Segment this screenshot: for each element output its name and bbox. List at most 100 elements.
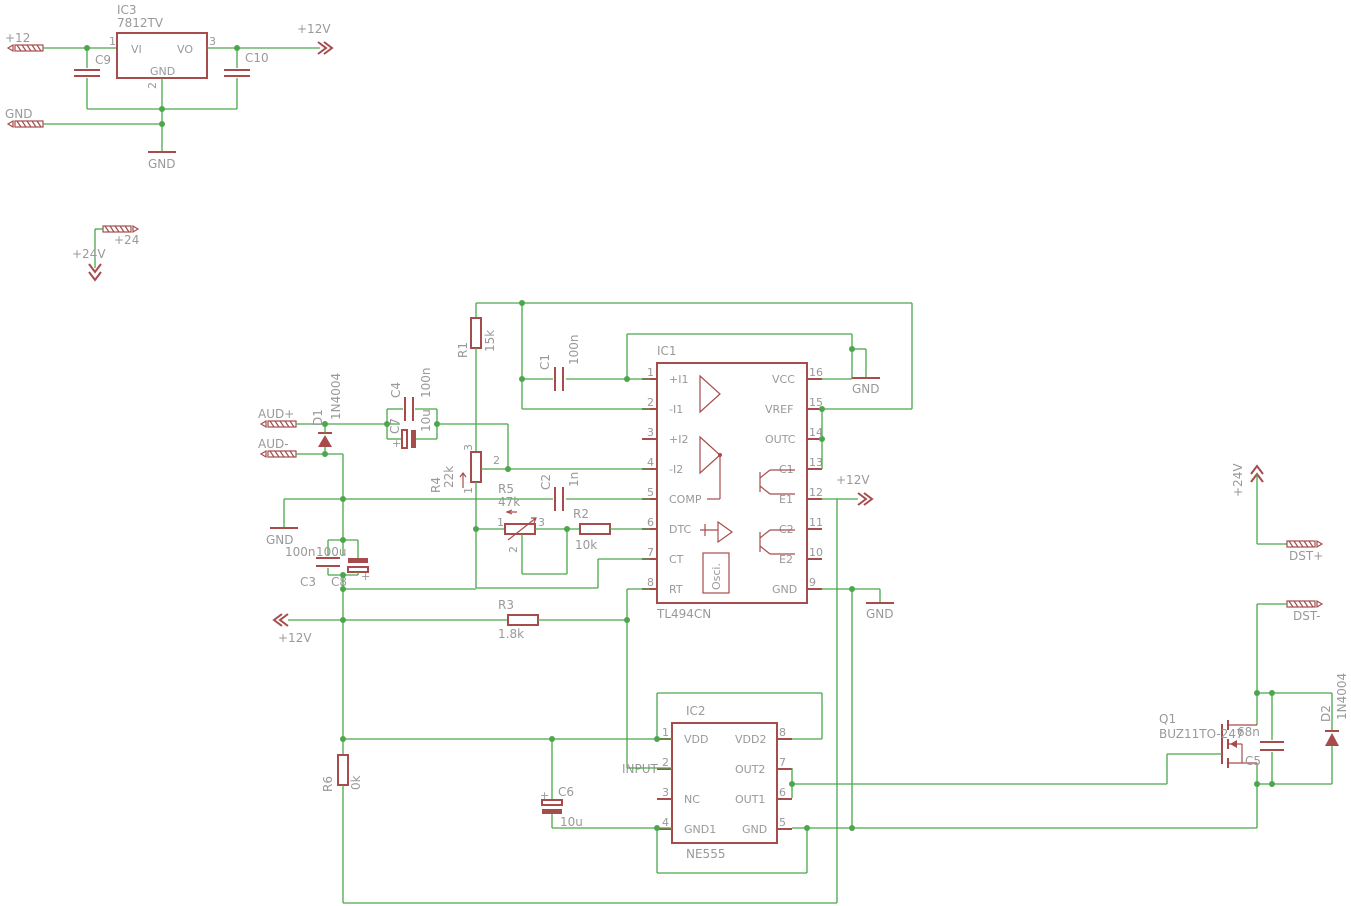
label-dst-plus: DST+ — [1289, 549, 1323, 563]
ic1-right-pin-label: VREF — [765, 403, 793, 416]
c7-label: C7 — [388, 418, 402, 434]
label-plus12v-left: +12V — [278, 631, 312, 645]
ic2-left-pin-number: 3 — [662, 786, 669, 799]
ic3-pin-3: 3 — [209, 35, 216, 48]
c8-value: 100u — [316, 545, 347, 559]
r5-pin-2: 2 — [507, 546, 520, 553]
r4-value: 22k — [442, 466, 456, 488]
ic2-right-pin-number: 7 — [779, 756, 786, 769]
r4-pin-1: 1 — [462, 487, 475, 494]
label-dst-minus: DST- — [1293, 609, 1320, 623]
d1-label: D1 — [311, 409, 325, 426]
ic1-left-pin-number: 8 — [647, 576, 654, 589]
ic1-left-pin-label: CT — [669, 553, 684, 566]
ic1-oscillator — [702, 552, 730, 594]
ic1-name: IC1 — [657, 344, 677, 358]
audio-input-section: AUD+ AUD- D1 1N4004 C4 100n + — [258, 367, 837, 904]
r5-label: R5 — [498, 482, 514, 496]
d2-label: D2 — [1319, 705, 1333, 722]
ic3-pin-1: 1 — [109, 35, 116, 48]
ic1-left-pin-label: +I1 — [669, 373, 688, 386]
connector-gnd-in — [6, 119, 44, 129]
ic1-opamp1 — [699, 374, 721, 414]
ic2-right-pin-number: 5 — [779, 816, 786, 829]
r4-pin-3: 3 — [462, 444, 475, 451]
gnd-label-ic1-top: GND — [852, 382, 880, 396]
c2-value: 1n — [567, 472, 581, 487]
ic1-transistor2 — [759, 529, 795, 555]
q1-value: BUZ11TO-247 — [1159, 727, 1244, 741]
r4-pin-2: 2 — [493, 454, 500, 467]
r5-pin-3: 3 — [538, 516, 545, 529]
label-plus12: +12 — [5, 31, 30, 45]
ic2-right-pin-label: OUT2 — [735, 763, 765, 776]
ic2-right-pin-label: GND — [742, 823, 767, 836]
gnd-label-left: GND — [266, 533, 294, 547]
label-plus12v-top: +12V — [297, 22, 331, 36]
c7-value: 10u — [419, 409, 433, 432]
ic1-right-pin-number: 12 — [809, 486, 823, 499]
ic1-right-pin-number: 9 — [809, 576, 816, 589]
c8-plus: + — [361, 570, 370, 583]
ic2-left-pin-label: NC — [684, 793, 700, 806]
c5-value: 68n — [1237, 725, 1260, 739]
ic1-right-pin-label: OUTC — [765, 433, 796, 446]
ic1-left-pin-number: 1 — [647, 366, 654, 379]
r3-label: R3 — [498, 598, 514, 612]
supply-12v-ic1-arrow — [857, 492, 874, 506]
connector-dst-plus — [1286, 539, 1324, 549]
ic1-right-pin-label: E2 — [779, 553, 793, 566]
c3-value: 100n — [285, 545, 316, 559]
ic1-right-pin-number: 15 — [809, 396, 823, 409]
ic1-value: TL494CN — [656, 607, 711, 621]
ic1-osc-label: Osci. — [710, 563, 723, 590]
r3-value: 1.8k — [498, 627, 524, 641]
ic1-right-pin-number: 13 — [809, 456, 823, 469]
c2-label: C2 — [539, 474, 553, 490]
ic2-right-pin-label: VDD2 — [735, 733, 766, 746]
ic1-right-pin-label: GND — [772, 583, 797, 596]
ic2-body — [671, 722, 778, 844]
tl494-section: IC1 TL494CN 1+I12-I13+I24-I25COMP6DTC7CT… — [284, 300, 913, 903]
ic1-right-pin-number: 11 — [809, 516, 823, 529]
supply-12v-arrow — [317, 41, 334, 55]
ic3-name: IC3 — [117, 3, 137, 17]
ic3-pin-2: 2 — [146, 82, 159, 89]
ic1-left-pin-number: 2 — [647, 396, 654, 409]
ic1-right-pin-number: 16 — [809, 366, 823, 379]
c6-value: 10u — [560, 815, 583, 829]
label-aud-minus: AUD- — [258, 437, 289, 451]
ic1-left-pin-number: 5 — [647, 486, 654, 499]
ic1-dtc-comparator — [700, 520, 734, 544]
ic2-name: IC2 — [686, 704, 706, 718]
gnd-label-ic1-bottom: GND — [866, 607, 894, 621]
ic1-left-pin-label: RT — [669, 583, 683, 596]
supply-12v-left-arrow — [272, 613, 289, 627]
label-plus24: +24 — [114, 233, 139, 247]
ic1-transistor1 — [759, 469, 795, 495]
d1-value: 1N4004 — [329, 373, 343, 420]
c3-label: C3 — [300, 575, 316, 589]
ic2-right-pin-label: OUT1 — [735, 793, 765, 806]
regulator-section: +12 GND IC3 7812TV VI VO GND 1 3 2 C9 — [5, 3, 334, 171]
c6-plus: + — [540, 789, 549, 802]
ic1-left-pin-label: -I2 — [669, 463, 683, 476]
ic1-left-pin-label: DTC — [669, 523, 692, 536]
ic1-left-pin-number: 3 — [647, 426, 654, 439]
ic1-left-pin-number: 6 — [647, 516, 654, 529]
r1-value: 15k — [483, 330, 497, 352]
ic2-left-pin-number: 4 — [662, 816, 669, 829]
c1-label: C1 — [538, 354, 552, 370]
ic1-left-pin-number: 4 — [647, 456, 654, 469]
r6-label: R6 — [321, 776, 335, 792]
c6-label: C6 — [558, 785, 574, 799]
connector-aud-minus — [259, 449, 297, 459]
ic3-pin-vi: VI — [131, 43, 142, 56]
c9-label: C9 — [95, 53, 111, 67]
ic1-right-pin-label: E1 — [779, 493, 793, 506]
